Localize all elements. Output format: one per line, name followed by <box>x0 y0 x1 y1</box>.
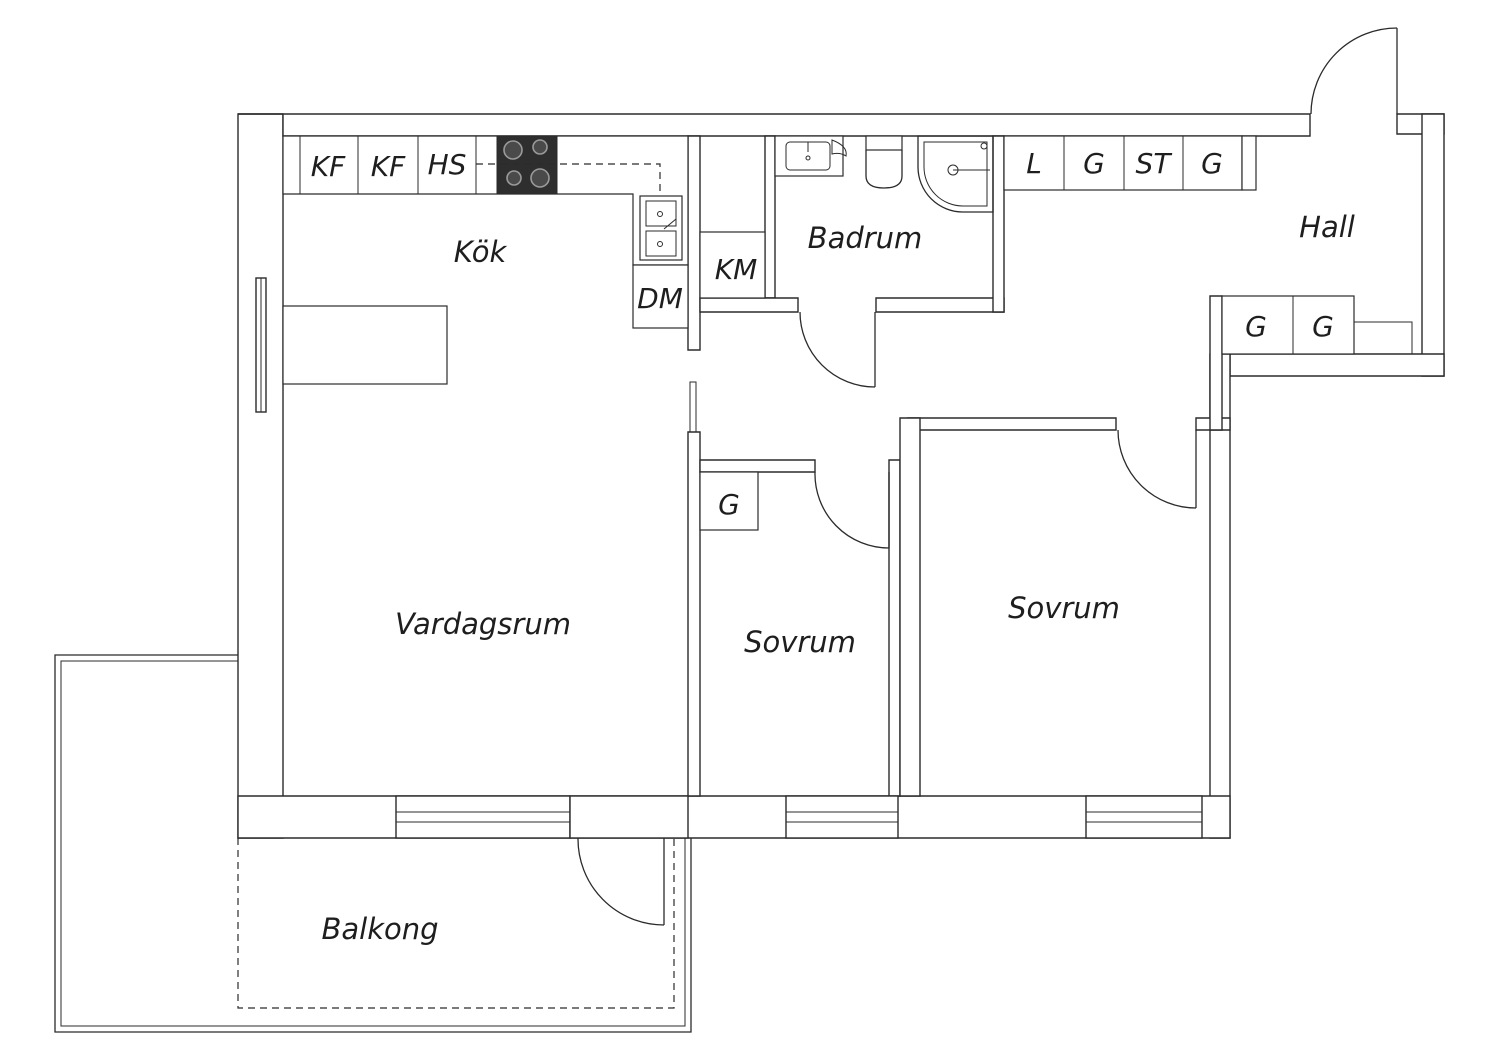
interior-walls <box>687 135 1231 797</box>
window-bedroom-small <box>785 795 899 839</box>
fixture-label-kf-1: KF <box>311 150 346 183</box>
kitchen-island <box>282 305 448 385</box>
fixture-label-hs: HS <box>428 148 467 181</box>
fixture-label-hall-st: ST <box>1136 147 1173 180</box>
door-bathroom <box>799 311 876 388</box>
room-label-bedroom-large: Sovrum <box>1008 591 1120 625</box>
door-entrance <box>1310 27 1398 115</box>
washing-machine-cabinet <box>699 231 766 299</box>
window-living-bottom <box>395 795 571 839</box>
fixture-label-kf-2: KF <box>371 150 406 183</box>
hob-icon <box>496 135 558 195</box>
room-label-bedroom-small: Sovrum <box>744 625 856 659</box>
room-label-living-room: Vardagsrum <box>395 607 571 641</box>
fixture-label-bedroom-g: G <box>718 488 740 521</box>
fixture-label-hall-l: L <box>1026 147 1042 180</box>
hall-wardrobes-top <box>1003 135 1257 191</box>
door-bedroom-large <box>1117 429 1197 509</box>
toilet-icon <box>865 135 903 189</box>
fixture-label-hall-g-3: G <box>1245 310 1267 343</box>
fixture-label-hall-g-1: G <box>1083 147 1105 180</box>
room-label-balcony: Balkong <box>321 912 438 946</box>
balcony-railing <box>54 654 692 1033</box>
window-bedroom-large <box>1085 795 1203 839</box>
kitchen-counter <box>282 135 689 266</box>
hall-wardrobes-bottom <box>1221 295 1413 355</box>
window-living-left <box>255 277 267 413</box>
sliding-door-living <box>689 381 697 433</box>
kitchen-sink-icon <box>639 195 683 261</box>
bedroom-closet <box>699 471 759 531</box>
dishwasher-cabinet <box>632 264 689 329</box>
room-label-kitchen: Kök <box>454 235 508 269</box>
room-label-hall: Hall <box>1299 210 1355 244</box>
fixture-label-dm: DM <box>637 282 683 315</box>
room-label-bathroom: Badrum <box>808 221 923 255</box>
door-bedroom-small <box>814 471 890 549</box>
washbasin-icon <box>774 135 847 177</box>
fixture-label-hall-g-4: G <box>1312 310 1334 343</box>
balcony-outline <box>237 838 675 1009</box>
wall-cabinets-outline <box>476 163 661 194</box>
shower-icon <box>917 135 994 213</box>
fixture-label-km: KM <box>715 253 758 286</box>
door-balcony <box>569 795 689 926</box>
fixture-label-hall-g-2: G <box>1201 147 1223 180</box>
